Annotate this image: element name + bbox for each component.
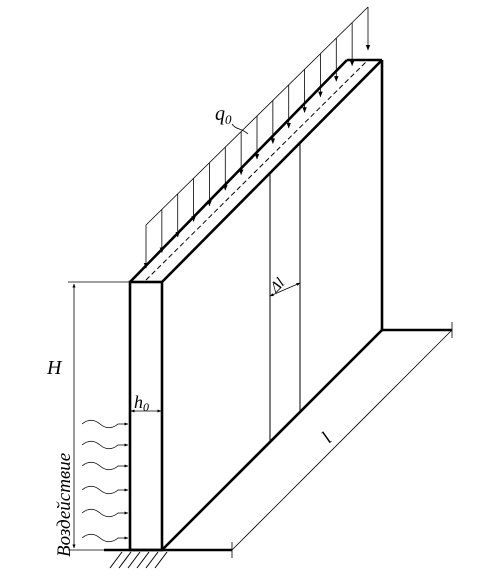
length-label: l: [318, 429, 337, 448]
crack-width-dimension: [269, 282, 301, 297]
ground-lines: [104, 328, 452, 552]
length-dimension: [231, 322, 453, 558]
crack-lines: [269, 142, 301, 442]
impact-wave-arrow: [81, 533, 129, 543]
height-dimension: [68, 281, 130, 551]
impact-wave-arrow: [81, 440, 129, 450]
load-label: q0: [215, 103, 232, 127]
impact-wave-arrow: [81, 419, 129, 429]
load-edge-dashed-line: [145, 59, 369, 281]
wall-outline: [128, 58, 384, 552]
wall-base-line: [161, 329, 383, 551]
thickness-label: h0: [134, 392, 149, 414]
impact-wave-arrow: [81, 508, 129, 518]
load-diagram-top-edge: [145, 6, 369, 226]
load-label-leader: [231, 123, 249, 135]
distributed-load-arrows: [143, 6, 371, 269]
height-label: H: [46, 357, 63, 379]
impact-wave-arrow: [81, 485, 129, 495]
impact-wave-arrow: [81, 461, 129, 471]
wall-front-face: [128, 280, 164, 552]
ground-hatching: [109, 551, 168, 569]
impact-label: Воздействие: [54, 453, 75, 557]
impact-wave-arrows: [81, 419, 129, 543]
